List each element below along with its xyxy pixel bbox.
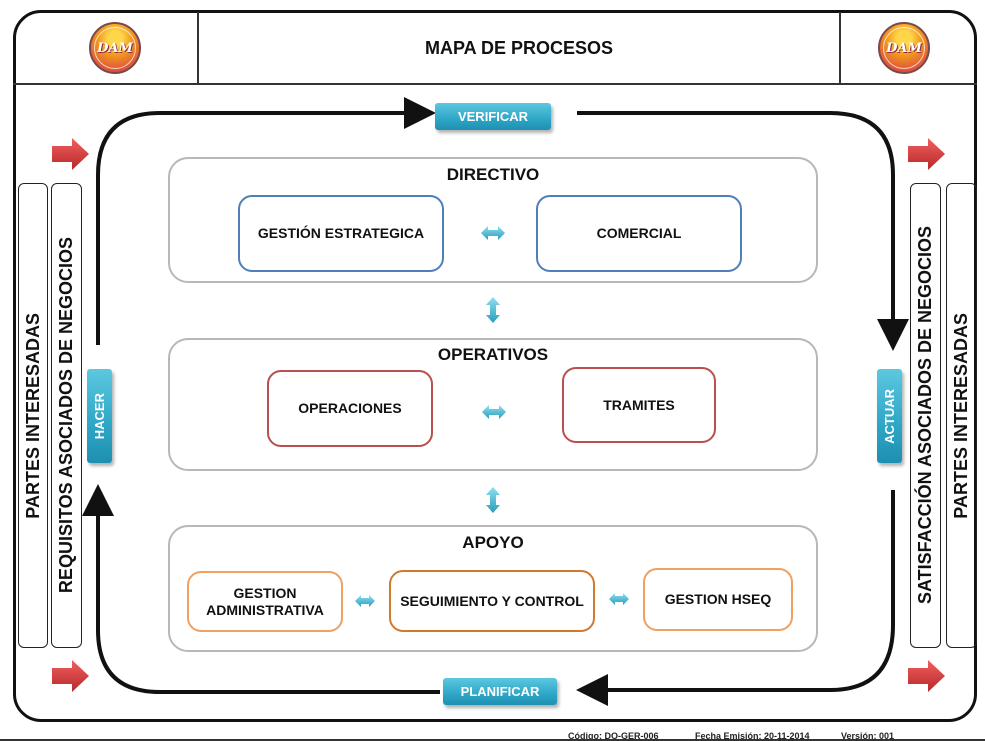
header-divider-right <box>839 12 841 84</box>
logo-ring <box>883 27 925 69</box>
loop-top-left <box>96 97 436 345</box>
verificar-label: VERIFICAR <box>435 103 551 130</box>
logo-text: DAM <box>97 41 133 56</box>
footer-codigo: Código: DO-GER-006 <box>568 731 659 741</box>
partes-interesadas-right: PARTES INTERESADAS <box>951 312 971 519</box>
section-title: DIRECTIVO <box>446 165 540 184</box>
section-directivo: DIRECTIVO <box>168 157 818 283</box>
process-comercial: COMERCIAL <box>536 195 742 272</box>
left-outer-panel <box>18 183 48 648</box>
page-frame <box>13 10 977 722</box>
right-inner-text: SATISFACCIÓN ASOCIADOS DE NEGOCIOS <box>910 183 941 648</box>
loop-bottom-right <box>576 490 895 706</box>
footer-fecha: Fecha Emisión: 20-11-2014 <box>695 731 810 741</box>
partes-interesadas-left: PARTES INTERESADAS <box>22 312 43 519</box>
company-logo-left: DAM <box>89 22 141 74</box>
red-arrow-icon <box>908 660 945 692</box>
section-operativos: OPERATIVOS <box>168 338 818 471</box>
double-arrow-horizontal-icon <box>609 593 629 605</box>
actuar-text: ACTUAR <box>882 388 897 444</box>
right-outer-panel <box>946 183 977 648</box>
company-logo-right: DAM <box>878 22 930 74</box>
logo-text: DAM <box>886 41 922 56</box>
header-divider <box>13 83 977 85</box>
left-outer-text: PARTES INTERESADAS <box>18 183 48 648</box>
hacer-label: HACER <box>87 369 112 463</box>
red-arrow-icon <box>52 660 89 692</box>
hacer-text: HACER <box>92 392 107 440</box>
red-arrow-icon <box>908 138 945 170</box>
process-gestion-administrativa: GESTION ADMINISTRATIVA <box>187 571 343 632</box>
double-arrow-vertical-icon <box>486 487 500 513</box>
header-divider-left <box>197 12 199 84</box>
double-arrow-horizontal-icon <box>482 405 506 419</box>
planificar-label: PLANIFICAR <box>443 678 557 705</box>
double-arrow-vertical-icon <box>486 297 500 323</box>
left-inner-panel <box>51 183 82 648</box>
footer-divider <box>0 739 985 741</box>
section-title: OPERATIVOS <box>437 345 549 364</box>
footer-version: Versión: 001 <box>841 731 895 741</box>
double-arrow-horizontal-icon <box>481 226 505 240</box>
left-inner-text: REQUISITOS ASOCIADOS DE NEGOCIOS <box>51 183 82 648</box>
actuar-label: ACTUAR <box>877 369 902 463</box>
process-gestion-hseq: GESTION HSEQ <box>643 568 793 631</box>
loop-top-right <box>577 111 909 351</box>
red-arrow-icon <box>52 138 89 170</box>
right-outer-text: PARTES INTERESADAS <box>946 183 977 648</box>
section-apoyo: APOYO <box>168 525 818 652</box>
process-operaciones: OPERACIONES <box>267 370 433 447</box>
right-inner-panel <box>910 183 941 648</box>
page-title: MAPA DE PROCESOS <box>424 37 614 58</box>
process-gestion-estrategica: GESTIÓN ESTRATEGICA <box>238 195 444 272</box>
logo-ring <box>94 27 136 69</box>
loop-bottom-left <box>82 484 440 694</box>
requisitos-text: REQUISITOS ASOCIADOS DE NEGOCIOS <box>56 237 76 594</box>
process-seguimiento-control: SEGUIMIENTO Y CONTROL <box>389 570 595 632</box>
satisfaccion-text: SATISFACCIÓN ASOCIADOS DE NEGOCIOS <box>915 226 935 605</box>
double-arrow-horizontal-icon <box>355 595 375 607</box>
process-tramites: TRAMITES <box>562 367 716 443</box>
section-title: APOYO <box>462 533 524 552</box>
